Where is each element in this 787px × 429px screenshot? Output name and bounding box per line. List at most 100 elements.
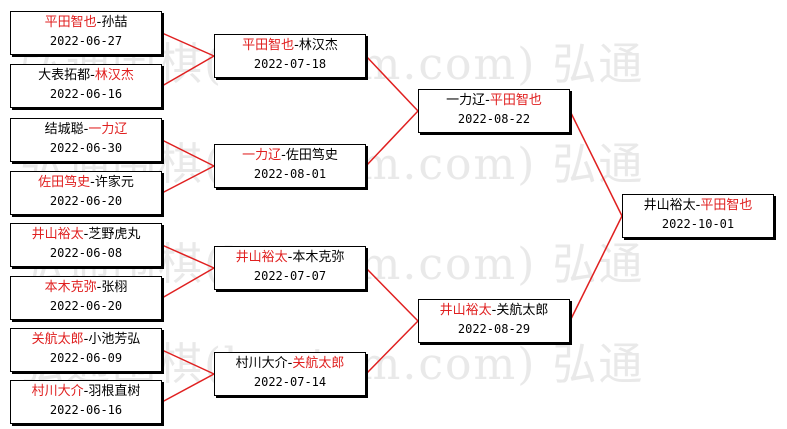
separator: -: [294, 38, 299, 53]
match-players: 井山裕太-本木克弥: [215, 249, 365, 267]
player-name: 平田智也: [489, 93, 542, 108]
player-name: 井山裕太: [439, 303, 492, 318]
match-players: 村川大介-关航太郎: [215, 355, 365, 373]
connector-line: [161, 373, 215, 403]
match-box-round-1: 村川大介-羽根直树 2022-06-16: [10, 380, 162, 424]
match-date: 2022-08-01: [253, 167, 327, 181]
match-players: 井山裕太-关航太郎: [419, 302, 569, 320]
player-name: 孙喆: [101, 15, 128, 30]
match-box-round-1: 大表拓都-林汉杰 2022-06-16: [10, 64, 162, 108]
match-players: 关航太郎-小池芳弘: [11, 331, 161, 349]
player-name: 井山裕太: [643, 198, 696, 213]
separator: -: [83, 332, 89, 347]
match-players: 井山裕太-芝野虎丸: [11, 226, 161, 244]
separator: -: [96, 280, 102, 295]
connector-line: [161, 165, 215, 194]
match-date: 2022-10-01: [661, 217, 735, 231]
connector-line: [365, 267, 419, 322]
player-name: 一力辽: [446, 93, 486, 108]
connector-line: [161, 244, 215, 269]
separator: -: [485, 93, 490, 108]
player-name: 本木克弥: [292, 250, 345, 265]
player-name: 平田智也: [242, 38, 295, 53]
match-date: 2022-06-08: [49, 246, 123, 260]
connector-line: [365, 55, 419, 112]
connector-line: [161, 55, 215, 87]
player-name: 村川大介: [235, 356, 288, 371]
match-box-round-1: 井山裕太-芝野虎丸 2022-06-08: [10, 223, 162, 267]
match-box-round-1: 结城聪-一力辽 2022-06-30: [10, 118, 162, 162]
player-name: 平田智也: [700, 198, 753, 213]
match-box-round-1: 关航太郎-小池芳弘 2022-06-09: [10, 328, 162, 372]
connector-line: [161, 139, 215, 167]
separator: -: [695, 198, 701, 213]
connector-line: [569, 110, 623, 217]
match-date: 2022-07-18: [253, 57, 327, 71]
match-box-round-2: 一力辽-佐田笃史 2022-08-01: [214, 144, 366, 188]
player-name: 结城聪: [44, 122, 84, 137]
match-players: 村川大介-羽根直树: [11, 383, 161, 401]
separator: -: [287, 356, 293, 371]
match-date: 2022-06-16: [49, 87, 123, 101]
match-players: 井山裕太-平田智也: [623, 197, 773, 215]
player-name: 关航太郎: [496, 303, 549, 318]
player-name: 羽根直树: [88, 384, 141, 399]
player-name: 村川大介: [31, 384, 84, 399]
match-date: 2022-06-27: [49, 34, 123, 48]
match-players: 结城聪-一力辽: [11, 121, 161, 139]
player-name: 许家元: [94, 175, 134, 190]
connector-line: [365, 110, 419, 167]
player-name: 井山裕太: [31, 227, 84, 242]
match-box-semifinal: 一力辽-平田智也 2022-08-22: [418, 89, 570, 133]
player-name: 平田智也: [44, 15, 97, 30]
match-players: 平田智也-孙喆: [11, 14, 161, 32]
match-date: 2022-06-20: [49, 194, 123, 208]
match-players: 佐田笃史-许家元: [11, 174, 161, 192]
player-name: 佐田笃史: [285, 148, 338, 163]
match-players: 大表拓都-林汉杰: [11, 67, 161, 85]
player-name: 井山裕太: [235, 250, 288, 265]
player-name: 一力辽: [88, 122, 128, 137]
player-name: 芝野虎丸: [88, 227, 141, 242]
match-date: 2022-06-30: [49, 141, 123, 155]
connector-line: [161, 349, 215, 375]
player-name: 大表拓都: [38, 68, 91, 83]
match-date: 2022-08-29: [457, 322, 531, 336]
player-name: 林汉杰: [94, 68, 134, 83]
separator: -: [83, 227, 89, 242]
match-box-semifinal: 井山裕太-关航太郎 2022-08-29: [418, 299, 570, 343]
match-date: 2022-08-22: [457, 112, 531, 126]
separator: -: [96, 15, 102, 30]
match-date: 2022-06-09: [49, 351, 123, 365]
match-box-round-2: 村川大介-关航太郎 2022-07-14: [214, 352, 366, 396]
match-date: 2022-07-14: [253, 375, 327, 389]
separator: -: [83, 122, 89, 137]
separator: -: [83, 384, 89, 399]
match-box-final: 井山裕太-平田智也 2022-10-01: [622, 194, 774, 238]
player-name: 本木克弥: [44, 280, 97, 295]
separator: -: [281, 148, 286, 163]
player-name: 张栩: [101, 280, 128, 295]
player-name: 林汉杰: [298, 38, 338, 53]
match-box-round-1: 佐田笃史-许家元 2022-06-20: [10, 171, 162, 215]
match-players: 一力辽-平田智也: [419, 92, 569, 110]
match-players: 平田智也-林汉杰: [215, 37, 365, 55]
match-players: 本木克弥-张栩: [11, 279, 161, 297]
player-name: 一力辽: [242, 148, 282, 163]
match-date: 2022-06-20: [49, 299, 123, 313]
separator: -: [491, 303, 497, 318]
player-name: 关航太郎: [292, 356, 345, 371]
match-date: 2022-07-07: [253, 269, 327, 283]
match-box-round-1: 平田智也-孙喆 2022-06-27: [10, 11, 162, 55]
connector-line: [161, 267, 215, 299]
connector-line: [365, 320, 419, 375]
connector-line: [569, 215, 623, 322]
match-box-round-2: 井山裕太-本木克弥 2022-07-07: [214, 246, 366, 290]
match-date: 2022-06-16: [49, 403, 123, 417]
separator: -: [287, 250, 293, 265]
match-box-round-2: 平田智也-林汉杰 2022-07-18: [214, 34, 366, 78]
separator: -: [90, 175, 95, 190]
player-name: 关航太郎: [31, 332, 84, 347]
